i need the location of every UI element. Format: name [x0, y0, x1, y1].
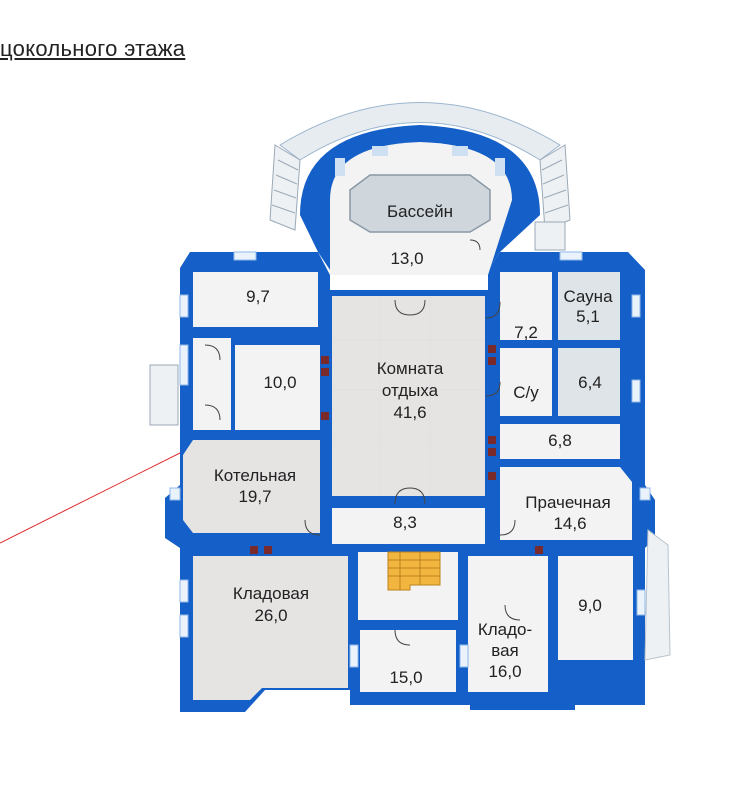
storage-sw-name: Кладовая — [233, 584, 309, 603]
pool-name: Бассейн — [387, 202, 453, 221]
storage-s-name-line2: вая — [491, 641, 519, 660]
door-swings — [204, 239, 521, 646]
sauna-area: 5,1 — [576, 307, 600, 326]
laundry-area: 14,6 — [553, 514, 586, 533]
plan-heading: цокольного этажа — [0, 36, 186, 61]
pool-stairs — [534, 221, 566, 251]
pool-basin — [349, 174, 491, 233]
pool-wing: Бассейн 13,0 — [269, 102, 571, 275]
lounge-name-line2: отдыха — [382, 381, 439, 400]
pointer-line — [0, 442, 201, 544]
laundry-name: Прачечная — [525, 493, 610, 512]
main-staircase — [387, 551, 441, 591]
room-se-area: 9,0 — [578, 596, 602, 615]
door-markers — [250, 345, 543, 554]
room-ne-area: 7,2 — [514, 323, 538, 342]
boiler-name: Котельная — [214, 466, 296, 485]
room-s-area: 15,0 — [389, 668, 422, 687]
pool-area: 13,0 — [390, 249, 423, 268]
west-entrance-steps — [149, 364, 179, 426]
room-nw-area: 9,7 — [246, 287, 270, 306]
storage-sw-area: 26,0 — [254, 606, 287, 625]
boiler-area: 19,7 — [238, 487, 271, 506]
storage-s-area: 16,0 — [488, 662, 521, 681]
terrace-stairs-right — [539, 144, 571, 231]
room-fills — [183, 272, 633, 700]
storage-s-name-line1: Кладо- — [478, 620, 532, 639]
room-e2-area: 6,8 — [548, 431, 572, 450]
lounge-area: 41,6 — [393, 403, 426, 422]
lounge-name-line1: Комната — [377, 359, 444, 378]
sauna-name: Сауна — [563, 287, 613, 306]
floor-grid — [332, 296, 485, 496]
hall-area: 8,3 — [393, 513, 417, 532]
room-w-area: 10,0 — [263, 373, 296, 392]
east-bay — [644, 529, 671, 661]
wc-name: С/у — [513, 383, 539, 402]
window-markers — [169, 251, 651, 668]
terrace-stairs-left — [269, 144, 301, 231]
room-e-area: 6,4 — [578, 373, 602, 392]
